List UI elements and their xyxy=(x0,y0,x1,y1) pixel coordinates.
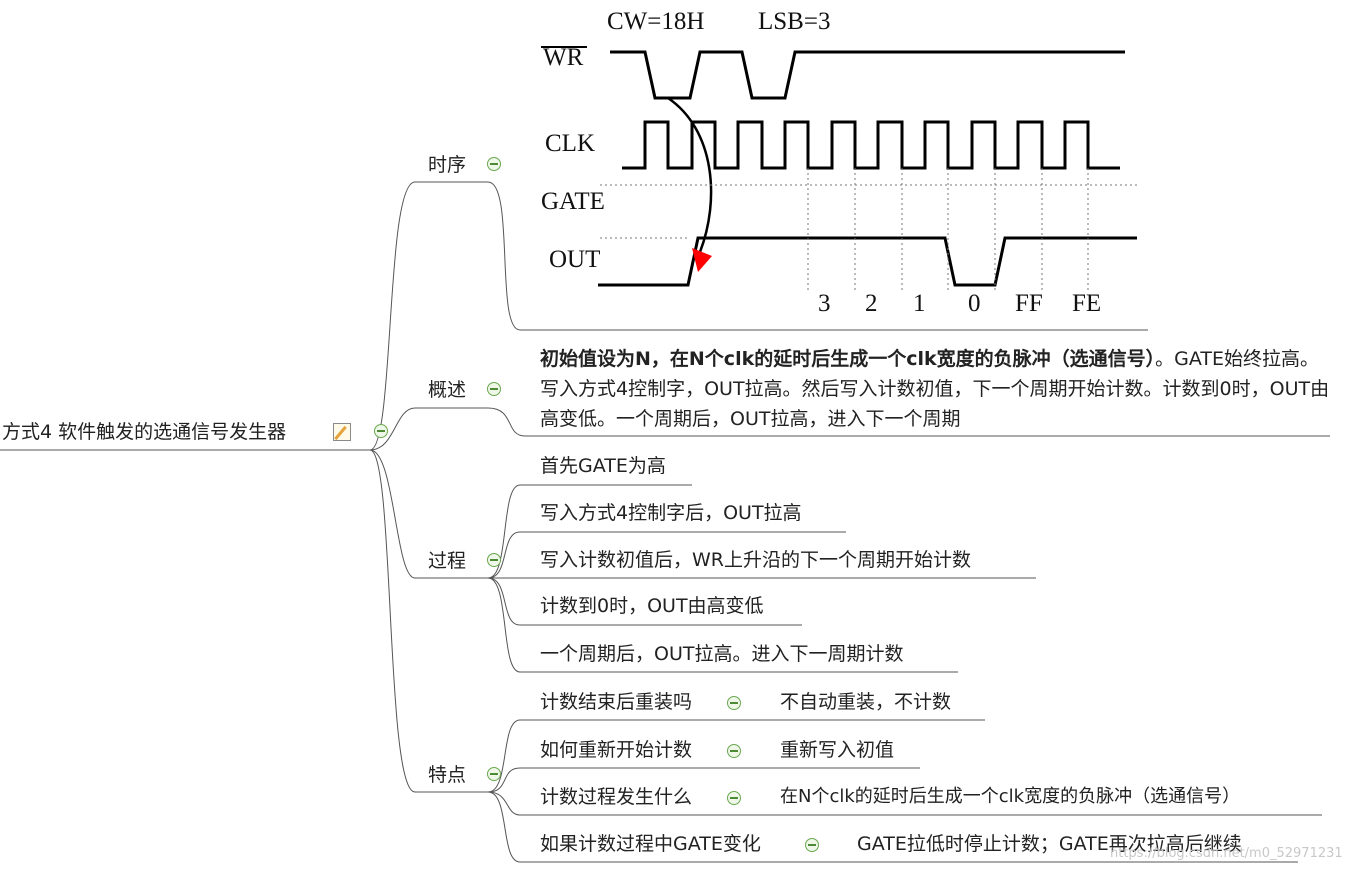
collapse-timing-icon[interactable] xyxy=(487,157,501,171)
collapse-features-icon[interactable] xyxy=(487,767,501,781)
process-step[interactable]: 写入方式4控制字后，OUT拉高 xyxy=(540,502,802,524)
out-waveform xyxy=(598,236,1137,287)
feature-question[interactable]: 如何重新开始计数 xyxy=(540,739,693,761)
note-icon[interactable] xyxy=(333,423,351,441)
branch-overview[interactable]: 概述 xyxy=(428,379,467,401)
wr-to-out-arrow xyxy=(667,96,713,253)
feature-question[interactable]: 计数结束后重装吗 xyxy=(540,691,693,713)
collapse-feature-icon[interactable] xyxy=(727,696,741,710)
count-label: FF xyxy=(1015,290,1043,317)
collapse-feature-icon[interactable] xyxy=(727,744,741,758)
feature-answer[interactable]: GATE拉低时停止计数；GATE再次拉高后继续 xyxy=(857,833,1242,855)
count-label: 0 xyxy=(968,290,981,317)
clk-waveform xyxy=(622,120,1120,170)
connector-features xyxy=(369,449,416,793)
branch-process[interactable]: 过程 xyxy=(428,550,467,572)
collapse-root-icon[interactable] xyxy=(374,424,388,438)
feature-question[interactable]: 如果计数过程中GATE变化 xyxy=(540,833,761,855)
collapse-feature-icon[interactable] xyxy=(805,838,819,852)
connector-overview xyxy=(369,407,416,451)
branch-timing[interactable]: 时序 xyxy=(428,154,467,176)
collapse-process-icon[interactable] xyxy=(487,553,501,567)
arrow-head xyxy=(692,248,712,272)
feature-answer[interactable]: 重新写入初值 xyxy=(780,739,895,761)
cw-label: CW=18H xyxy=(607,8,705,35)
watermark: https://blog.csdn.net/m0_52971231 xyxy=(1110,846,1343,861)
feature-answer[interactable]: 不自动重装，不计数 xyxy=(780,691,952,713)
lsb-label: LSB=3 xyxy=(758,8,831,35)
branch-features[interactable]: 特点 xyxy=(428,764,467,786)
count-label: 2 xyxy=(865,290,878,317)
root-label: 方式4 软件触发的选通信号发生器 xyxy=(2,421,287,443)
wr-waveform xyxy=(610,50,1125,100)
overview-text[interactable]: 初始值设为N，在N个clk的延时后生成一个clk宽度的负脉冲（选通信号）。GAT… xyxy=(540,344,1330,434)
count-label: 1 xyxy=(913,290,926,317)
signal-label-wr: WR xyxy=(543,44,584,71)
overview-bold: 初始值设为N，在N个clk的延时后生成一个clk宽度的负脉冲（选通信号） xyxy=(540,348,1156,370)
overview-rest: 。GATE始终拉高。写入方式4控制字，OUT拉高。然后写入计数初值，下一个周期开… xyxy=(540,348,1330,430)
connector-process xyxy=(369,449,416,579)
feature-question[interactable]: 计数过程发生什么 xyxy=(540,786,693,808)
process-step[interactable]: 一个周期后，OUT拉高。进入下一周期计数 xyxy=(540,643,904,665)
signal-label-gate: GATE xyxy=(541,188,605,215)
collapse-overview-icon[interactable] xyxy=(487,382,501,396)
root-node[interactable]: 方式4 软件触发的选通信号发生器 xyxy=(2,420,286,444)
feature-answer[interactable]: 在N个clk的延时后生成一个clk宽度的负脉冲（选通信号） xyxy=(780,786,1241,807)
signal-label-clk: CLK xyxy=(545,130,595,157)
process-step[interactable]: 首先GATE为高 xyxy=(540,455,666,477)
collapse-feature-icon[interactable] xyxy=(727,791,741,805)
process-step[interactable]: 写入计数初值后，WR上升沿的下一个周期开始计数 xyxy=(540,549,971,571)
count-label: FE xyxy=(1072,290,1102,317)
signal-label-out: OUT xyxy=(549,246,601,273)
count-label: 3 xyxy=(818,290,831,317)
process-step[interactable]: 计数到0时，OUT由高变低 xyxy=(540,595,764,617)
